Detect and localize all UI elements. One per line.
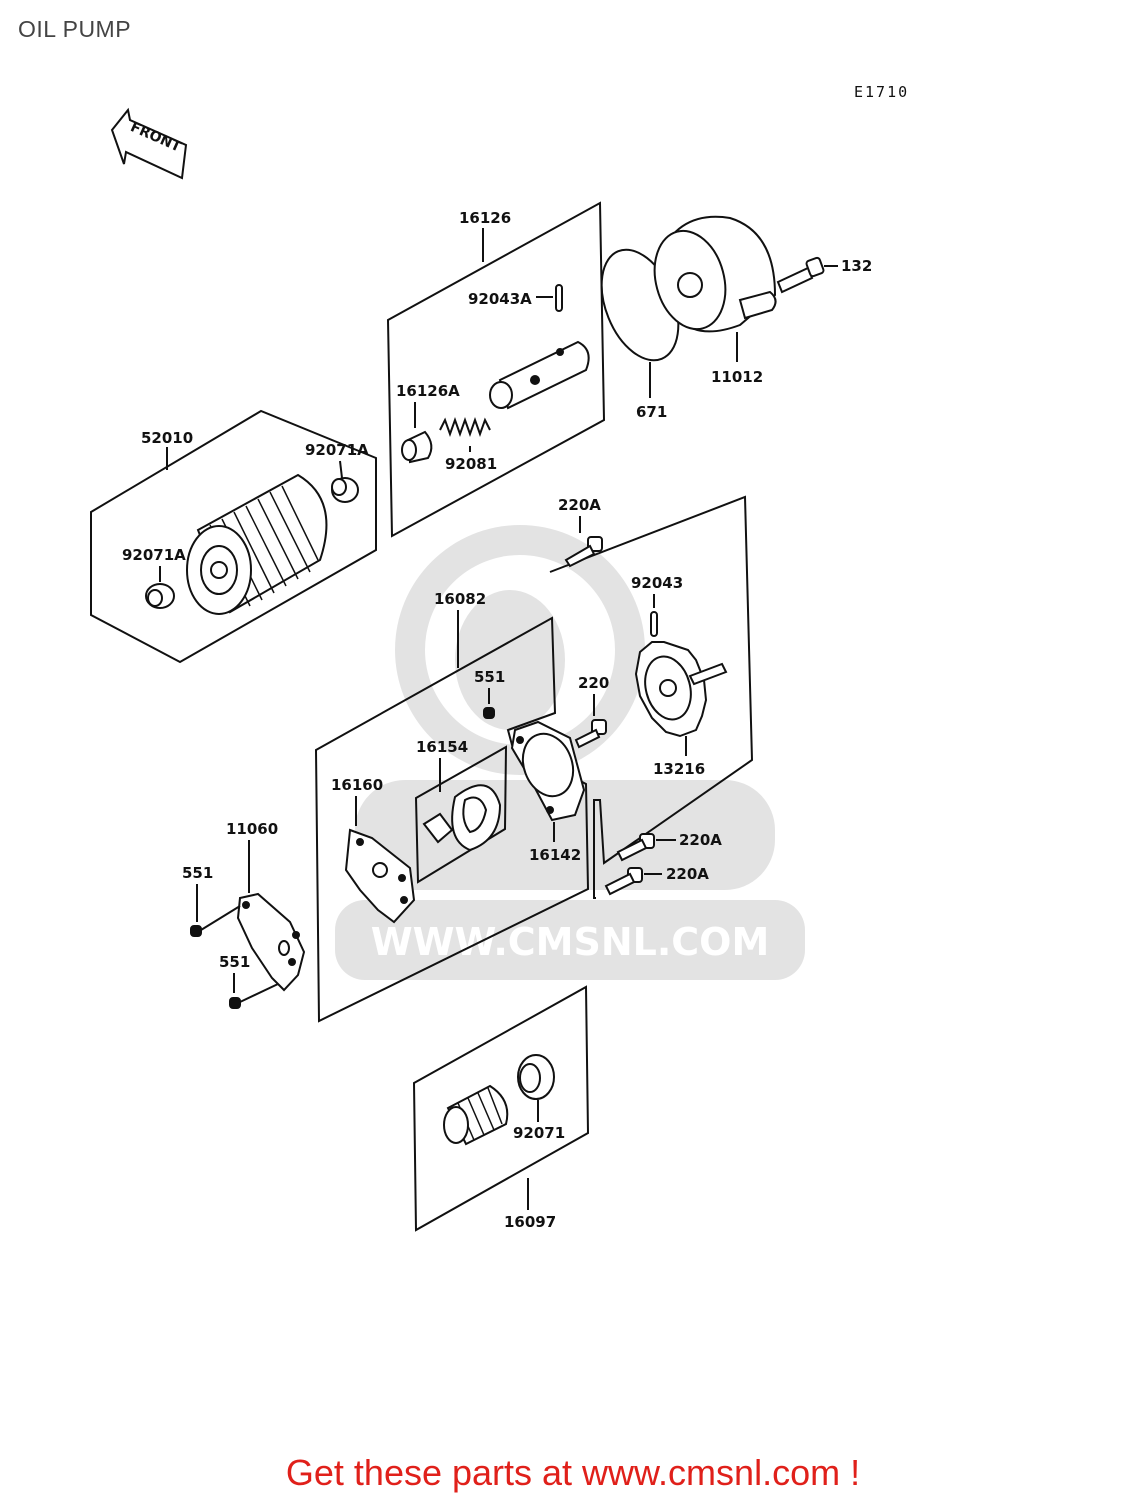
label-52010: 52010 xyxy=(141,429,193,447)
front-arrow-icon: FRONT xyxy=(110,107,188,180)
label-551-left: 551 xyxy=(182,864,213,882)
label-551-top: 551 xyxy=(474,668,505,686)
label-16142: 16142 xyxy=(529,846,581,864)
part-220A-low: 220A xyxy=(604,865,709,896)
label-92071A-top: 92071A xyxy=(305,441,369,459)
label-11060: 11060 xyxy=(226,820,278,838)
label-220: 220 xyxy=(578,674,609,692)
part-132: 132 xyxy=(776,256,872,294)
group-13216: 220A 92043 13216 xyxy=(549,495,754,899)
label-132: 132 xyxy=(841,257,872,275)
label-671: 671 xyxy=(636,403,667,421)
label-220A-top: 220A xyxy=(558,496,601,514)
label-11012: 11012 xyxy=(711,368,763,386)
cmsnl-watermark: WWW.CMSNL.COM xyxy=(335,525,805,980)
label-16082: 16082 xyxy=(434,590,486,608)
label-551-low: 551 xyxy=(219,953,250,971)
label-220A-mid: 220A xyxy=(679,831,722,849)
group-16082: 16082 551 16154 16160 16142 220 xyxy=(314,590,609,1023)
part-220A-mid: 220A xyxy=(616,831,722,862)
part-11012: 11012 xyxy=(653,215,777,386)
watermark-text: WWW.CMSNL.COM xyxy=(371,920,770,964)
label-16154: 16154 xyxy=(416,738,468,756)
label-16160: 16160 xyxy=(331,776,383,794)
part-11060: 11060 551 551 xyxy=(182,820,306,1009)
label-92043A: 92043A xyxy=(468,290,532,308)
group-16126: 16126 92043A 16126A 92081 xyxy=(386,201,606,538)
label-16097: 16097 xyxy=(504,1213,556,1231)
label-16126A: 16126A xyxy=(396,382,460,400)
group-16097: 92071 16097 xyxy=(412,985,590,1232)
label-16126: 16126 xyxy=(459,209,511,227)
label-92071A-left: 92071A xyxy=(122,546,186,564)
label-92081: 92081 xyxy=(445,455,497,473)
footer-cta-link[interactable]: Get these parts at www.cmsnl.com ! xyxy=(285,1452,861,1493)
label-13216: 13216 xyxy=(653,760,705,778)
label-220A-low: 220A xyxy=(666,865,709,883)
label-92043: 92043 xyxy=(631,574,683,592)
diagram-code: E1710 xyxy=(854,83,909,101)
group-52010: 52010 92071A 92071A xyxy=(90,409,377,664)
label-92071: 92071 xyxy=(513,1124,565,1142)
page-title: OIL PUMP xyxy=(18,16,132,42)
